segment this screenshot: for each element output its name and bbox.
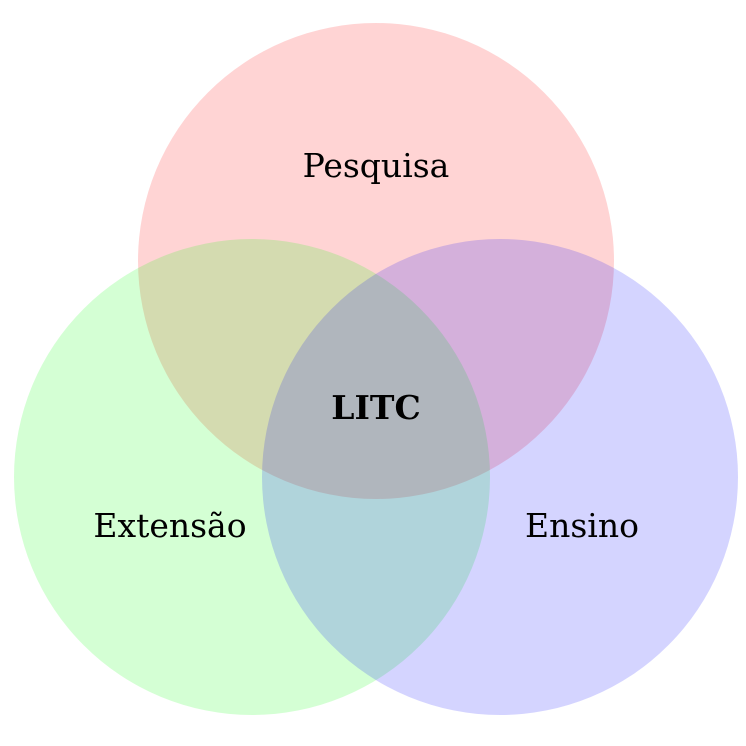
label-ensino: Ensino <box>525 506 639 545</box>
label-extensao: Extensão <box>93 506 246 545</box>
circle-ensino <box>262 239 738 715</box>
circle-pesquisa <box>138 23 614 499</box>
label-pesquisa: Pesquisa <box>303 146 450 185</box>
label-center: LITC <box>331 388 420 427</box>
circle-extensao <box>14 239 490 715</box>
